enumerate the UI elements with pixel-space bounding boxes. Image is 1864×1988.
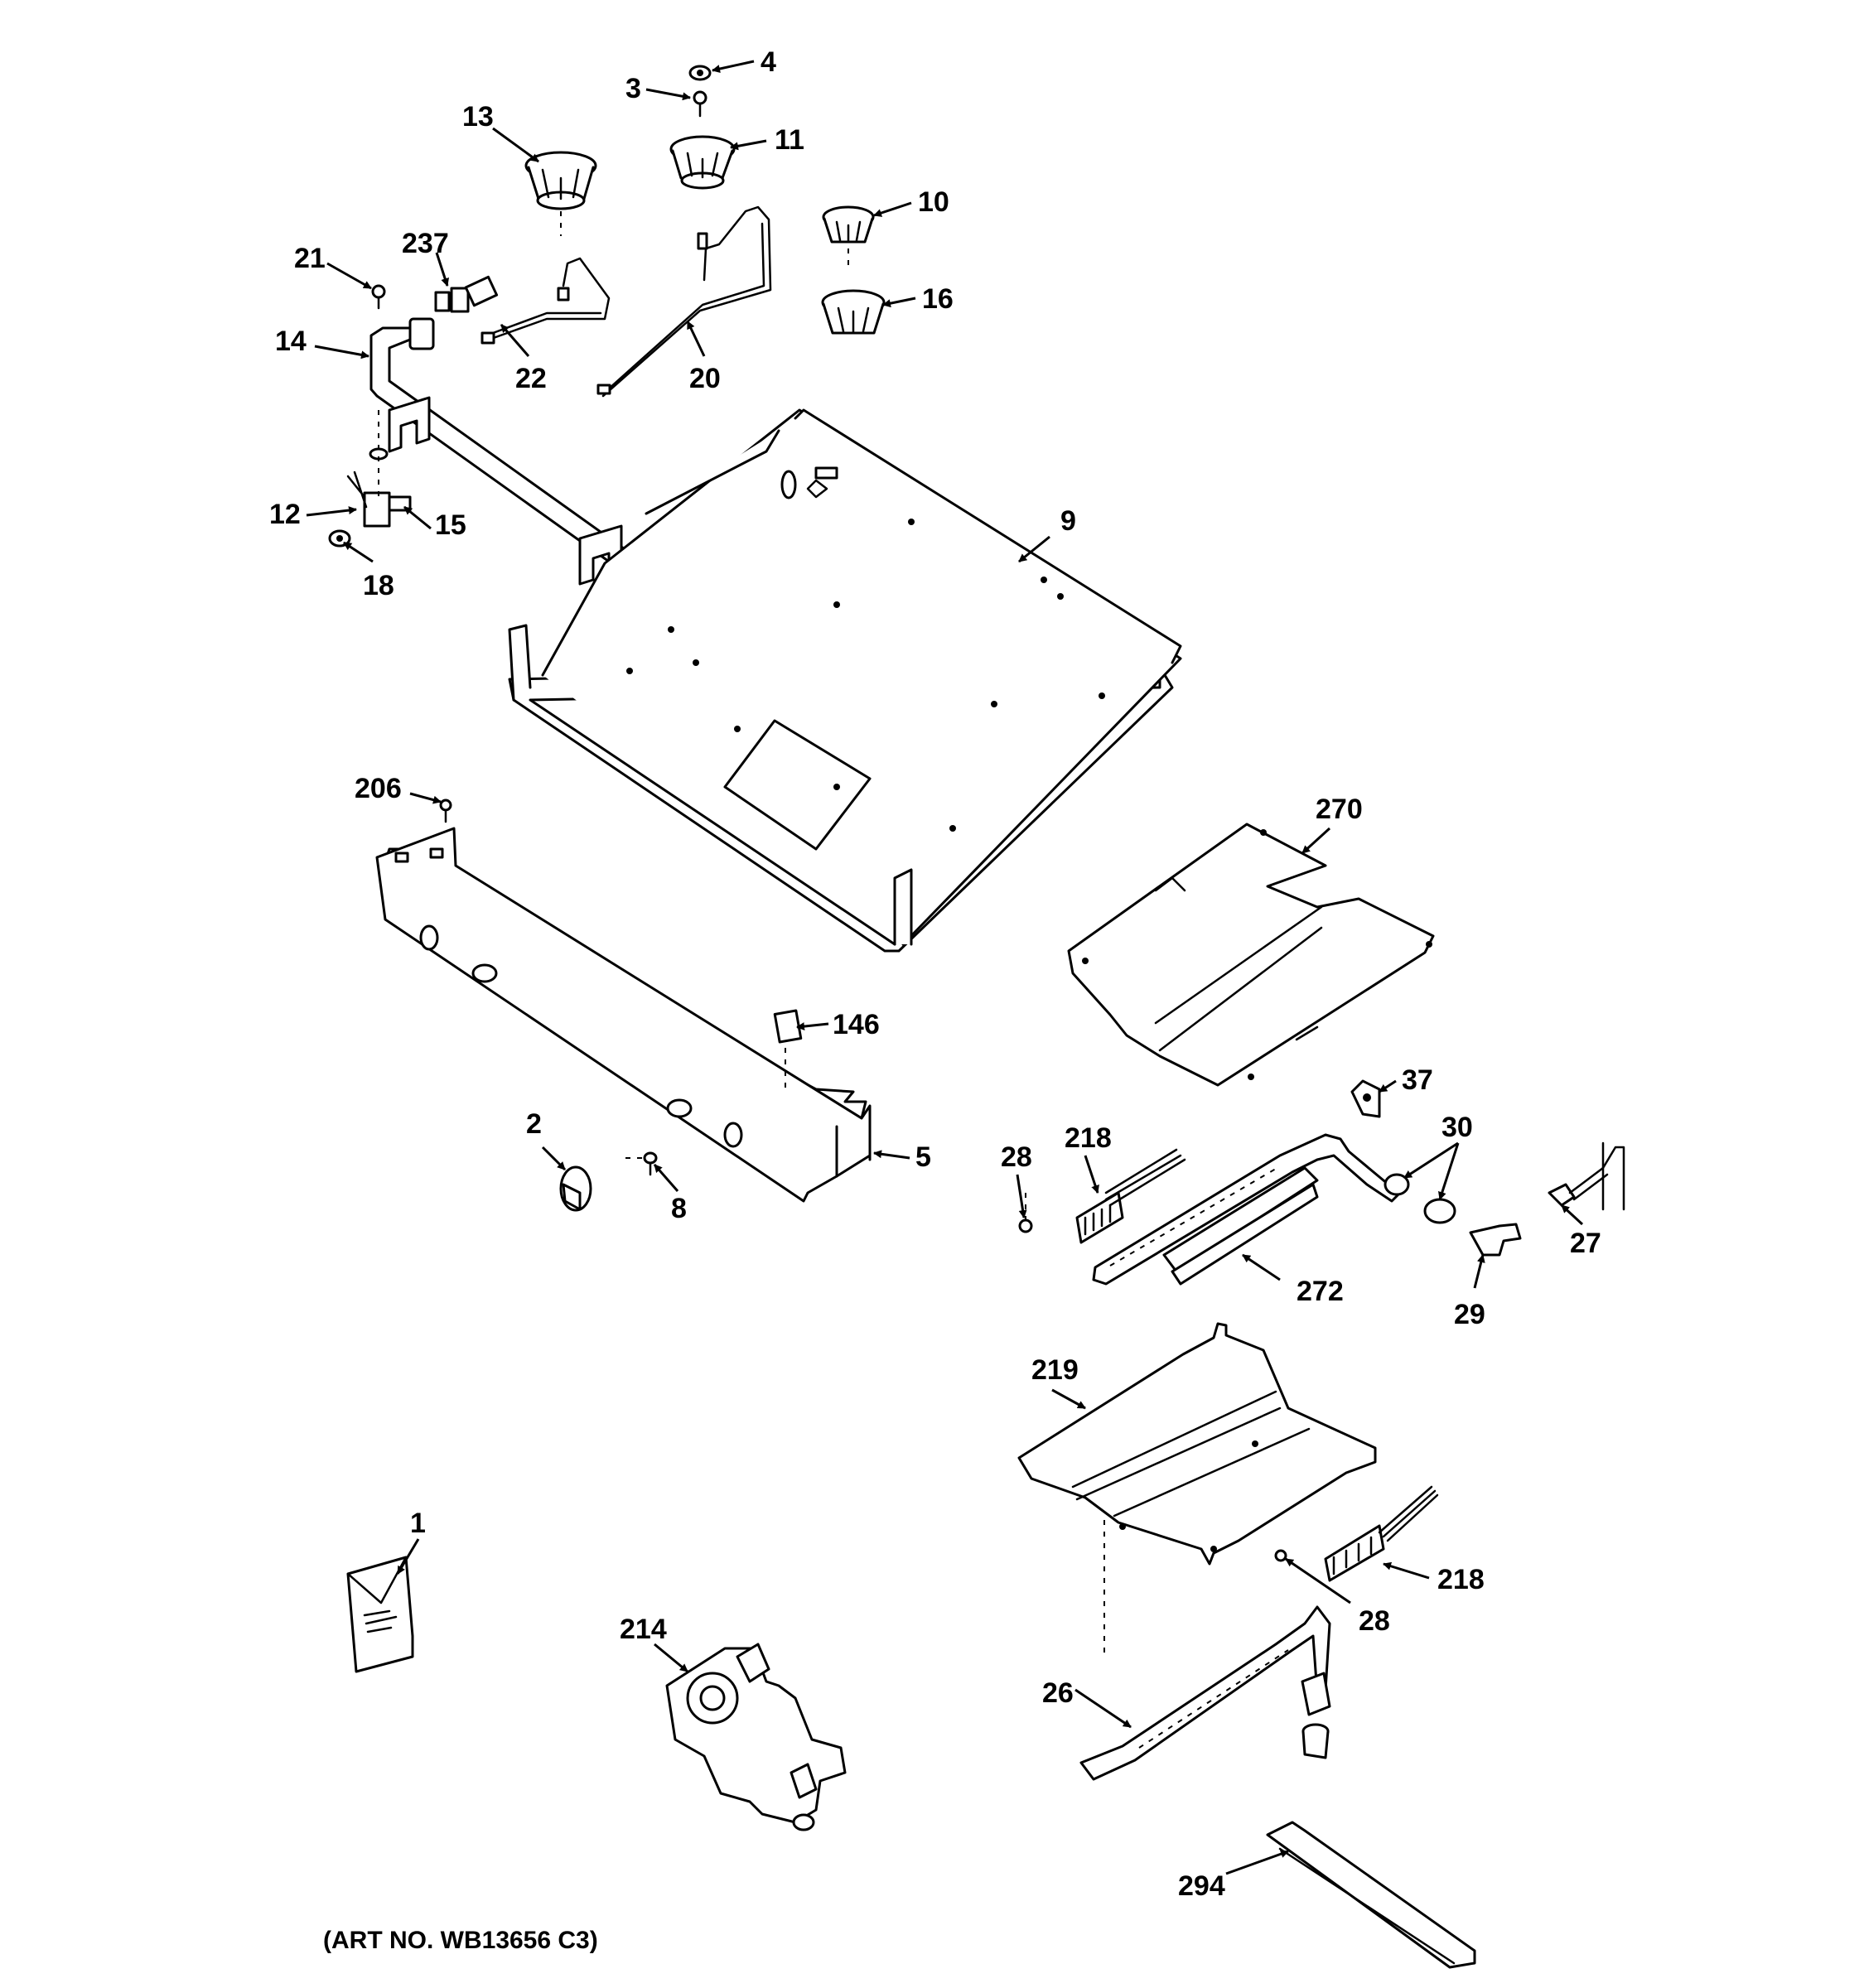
callout-22: 22 [515, 363, 547, 394]
burner-tube-26 [1079, 1520, 1331, 1781]
callout-214: 214 [620, 1614, 667, 1645]
callout-21: 21 [294, 243, 326, 274]
screw-8 [625, 1151, 658, 1176]
callout-37: 37 [1402, 1064, 1433, 1096]
callout-28-upper: 28 [1001, 1141, 1032, 1173]
manual-envelope-1 [346, 1556, 414, 1673]
burner-head-10 [822, 205, 875, 265]
callout-26: 26 [1042, 1677, 1074, 1709]
callout-27: 27 [1570, 1228, 1601, 1259]
callout-272: 272 [1297, 1276, 1344, 1307]
valve-assembly-12-15 [346, 410, 412, 528]
callout-5: 5 [915, 1141, 931, 1173]
callout-13: 13 [462, 101, 494, 133]
bracket-272 [1162, 1166, 1319, 1286]
fitting-237 [434, 275, 499, 313]
callout-3: 3 [625, 73, 641, 104]
fitting-27 [1548, 1141, 1625, 1211]
callout-18: 18 [363, 570, 394, 601]
callout-294: 294 [1178, 1870, 1225, 1902]
burner-head-16 [821, 289, 886, 335]
callout-16: 16 [922, 283, 954, 315]
burner-tube-upper [1092, 1133, 1402, 1286]
callout-218-upper: 218 [1065, 1122, 1112, 1154]
callout-28-lower: 28 [1359, 1605, 1390, 1637]
callout-206: 206 [355, 773, 402, 804]
burner-head-13 [524, 151, 597, 236]
igniter-218-upper [1075, 1148, 1186, 1244]
callout-30: 30 [1441, 1112, 1473, 1143]
screw-3 [693, 90, 707, 118]
callout-8: 8 [671, 1193, 687, 1224]
callout-14: 14 [275, 326, 307, 357]
art-number: (ART NO. WB13656 C3) [323, 1927, 598, 1954]
callout-20: 20 [689, 363, 721, 394]
callout-10: 10 [918, 186, 949, 218]
nut-4 [688, 65, 712, 81]
callout-270: 270 [1316, 794, 1363, 825]
screw-21 [371, 284, 386, 310]
callout-11: 11 [775, 124, 804, 156]
control-panel-5 [375, 827, 872, 1203]
callout-2: 2 [526, 1108, 542, 1140]
callout-237: 237 [402, 228, 449, 259]
igniter-218-lower [1324, 1485, 1439, 1582]
screw-28-upper [1018, 1193, 1033, 1233]
callout-15: 15 [435, 509, 466, 541]
callout-1: 1 [410, 1508, 426, 1539]
callout-146: 146 [833, 1009, 880, 1040]
callout-labels: 4 3 11 13 10 16 21 237 14 22 20 9 12 15 … [269, 46, 1601, 1902]
valve-214 [665, 1643, 847, 1831]
shield-270 [1067, 823, 1435, 1087]
callout-4: 4 [761, 46, 776, 78]
bracket-294 [1266, 1821, 1476, 1969]
bracket-37 [1350, 1079, 1381, 1118]
screw-206 [439, 799, 452, 823]
elbow-29 [1469, 1223, 1522, 1257]
callout-29: 29 [1454, 1299, 1485, 1330]
leaders [306, 60, 1584, 1875]
knob-2 [559, 1165, 592, 1212]
callout-219: 219 [1031, 1354, 1079, 1386]
callout-12: 12 [269, 499, 301, 530]
burner-box-9 [508, 408, 1182, 953]
screw-28-lower [1274, 1549, 1287, 1562]
burner-head-11 [669, 135, 736, 190]
gas-tube-20 [596, 205, 772, 398]
gas-tube-22 [480, 257, 611, 345]
shield-219 [1017, 1322, 1377, 1566]
callout-218-lower: 218 [1437, 1564, 1485, 1595]
manifold-14 [369, 317, 683, 606]
callout-9: 9 [1060, 505, 1076, 537]
